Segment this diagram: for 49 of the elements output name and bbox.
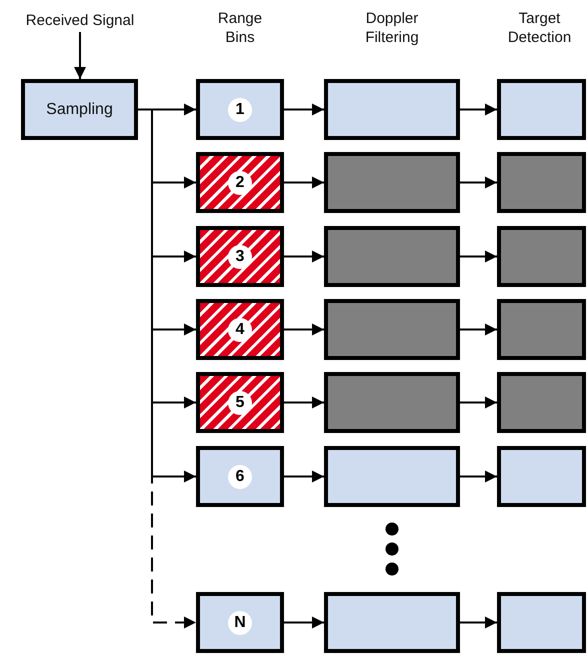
blocked-process-box — [497, 372, 586, 433]
process-box — [497, 79, 586, 140]
column-header: Doppler Filtering — [364, 9, 420, 47]
bin-number: 1 — [228, 98, 252, 122]
process-box — [21, 79, 138, 140]
jammed-range-bin-box — [196, 152, 284, 213]
jammed-range-bin-box — [196, 226, 284, 287]
process-box — [196, 592, 284, 653]
process-box — [324, 79, 460, 140]
bin-number: N — [228, 610, 252, 634]
jammed-range-bin-box — [196, 372, 284, 433]
blocked-process-box — [497, 226, 586, 287]
arrow — [460, 396, 497, 408]
process-box — [497, 446, 586, 507]
bin-number: 3 — [228, 244, 252, 268]
arrow — [284, 250, 324, 262]
arrow — [74, 32, 86, 79]
bin-number: 6 — [228, 464, 252, 488]
bin-number: 5 — [228, 390, 252, 414]
blocked-process-box — [324, 299, 460, 360]
process-box — [497, 592, 586, 653]
process-box — [324, 446, 460, 507]
blocked-process-box — [324, 152, 460, 213]
process-box — [196, 79, 284, 140]
jammed-range-bin-box — [196, 299, 284, 360]
bin-number: 2 — [228, 170, 252, 194]
process-box — [196, 446, 284, 507]
arrow — [460, 616, 497, 628]
column-header: Range Bins — [216, 9, 264, 47]
blocked-process-box — [324, 372, 460, 433]
column-header: Target Detection — [506, 9, 572, 47]
blocked-process-box — [497, 152, 586, 213]
arrow — [284, 176, 324, 188]
arrow — [460, 250, 497, 262]
arrow — [460, 324, 497, 336]
arrow — [284, 324, 324, 336]
arrow — [460, 470, 497, 482]
bin-number: 4 — [228, 318, 252, 342]
arrow — [284, 396, 324, 408]
arrow — [284, 104, 324, 116]
blocked-process-box — [497, 299, 586, 360]
input-label: Received Signal — [5, 10, 155, 30]
box-label: Sampling — [46, 100, 113, 118]
arrow — [460, 176, 497, 188]
arrow — [284, 470, 324, 482]
arrow — [460, 104, 497, 116]
blocked-process-box — [324, 226, 460, 287]
process-box — [324, 592, 460, 653]
arrow — [284, 616, 324, 628]
